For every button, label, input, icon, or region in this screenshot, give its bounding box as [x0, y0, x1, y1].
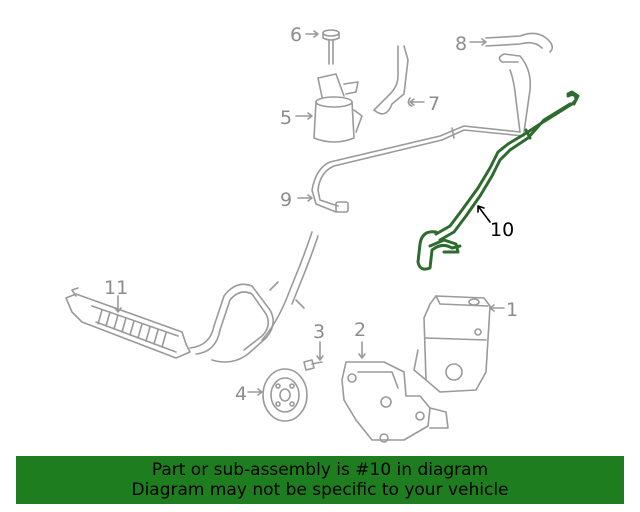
- leader-line-10: [477, 205, 491, 223]
- callout-5[interactable]: 5: [280, 107, 292, 129]
- parts-diagram: 1 2 3 4 5 6 7 8 9 10 11: [65, 24, 580, 443]
- part-4-pulley[interactable]: [262, 368, 308, 422]
- part-1-pump[interactable]: [413, 295, 491, 393]
- part-6-cap[interactable]: [322, 29, 340, 65]
- part-8-hose[interactable]: [485, 32, 554, 133]
- cooler-hoses: [189, 231, 319, 363]
- callout-2[interactable]: 2: [354, 319, 366, 341]
- callout-4[interactable]: 4: [235, 383, 247, 405]
- part-3-bolt[interactable]: [303, 359, 323, 371]
- callout-3[interactable]: 3: [313, 321, 325, 343]
- info-banner: Part or sub-assembly is #10 in diagram D…: [16, 456, 624, 504]
- callout-7[interactable]: 7: [428, 93, 440, 115]
- part-10-hose[interactable]: [416, 90, 580, 271]
- part-11-cooler[interactable]: [65, 287, 191, 359]
- leader-lines: [114, 30, 505, 396]
- callout-1[interactable]: 1: [506, 299, 518, 321]
- part-9-line[interactable]: [311, 125, 525, 213]
- callout-8[interactable]: 8: [455, 33, 467, 55]
- callout-11[interactable]: 11: [104, 277, 128, 299]
- part-5-reservoir[interactable]: [313, 73, 363, 143]
- part-2-bracket[interactable]: [341, 361, 449, 443]
- callout-labels: 1 2 3 4 5 6 7 8 9 10 11: [104, 24, 518, 405]
- callout-9[interactable]: 9: [280, 189, 292, 211]
- callout-10[interactable]: 10: [490, 219, 514, 241]
- part-7-hose[interactable]: [373, 45, 413, 115]
- banner-line-1: Part or sub-assembly is #10 in diagram: [151, 460, 489, 480]
- callout-6[interactable]: 6: [290, 24, 302, 46]
- banner-line-2: Diagram may not be specific to your vehi…: [131, 480, 509, 500]
